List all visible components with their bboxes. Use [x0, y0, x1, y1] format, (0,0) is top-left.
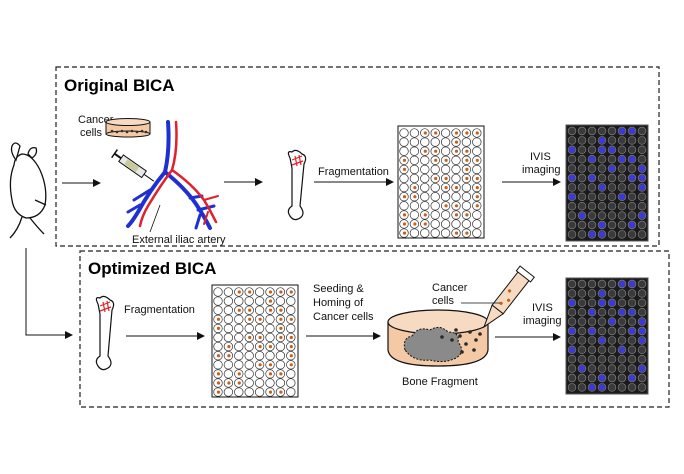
syringe-icon	[111, 149, 155, 182]
ivis-image-optimized	[565, 277, 649, 395]
culture-dish-icon	[387, 309, 489, 367]
seeding-label-3: Cancer cells	[313, 311, 374, 323]
seeding-label-2: Homing of	[313, 297, 364, 309]
ivis-image-original	[565, 124, 649, 242]
bone-fragment-label: Bone Fragment	[402, 376, 478, 388]
cell-dish-icon	[105, 118, 151, 138]
ivis-label-2: imaging	[522, 164, 561, 176]
original-bica-title: Original BICA	[64, 76, 175, 95]
well-plate-original	[397, 125, 485, 239]
seeding-label-1: Seeding &	[313, 283, 364, 295]
ivis-label-4: imaging	[523, 315, 562, 327]
original-bica-panel	[55, 66, 660, 247]
cancer-cells-label-2: cells	[80, 127, 103, 139]
bone-icon-2	[95, 295, 115, 371]
well-plate-optimized	[211, 284, 299, 398]
pipette-icon	[483, 265, 535, 329]
optimized-bica-panel	[79, 250, 670, 408]
cancer-cells-label-4: cells	[432, 295, 455, 307]
mouse-icon	[9, 142, 47, 239]
cancer-cells-label-3: Cancer	[432, 282, 468, 294]
fragmentation-label-2: Fragmentation	[124, 304, 195, 316]
optimized-bica-title: Optimized BICA	[88, 259, 216, 278]
external-iliac-artery-label: External iliac artery	[132, 234, 226, 246]
connector-line	[25, 248, 73, 339]
cancer-cells-label-1: Cancer	[78, 114, 114, 126]
artery-pointer-line	[149, 204, 161, 233]
ivis-label-1: IVIS	[530, 151, 551, 163]
iliac-vessels-icon	[126, 120, 219, 230]
fragmentation-label: Fragmentation	[318, 166, 389, 178]
ivis-label-3: IVIS	[532, 302, 553, 314]
bone-icon	[287, 149, 307, 221]
